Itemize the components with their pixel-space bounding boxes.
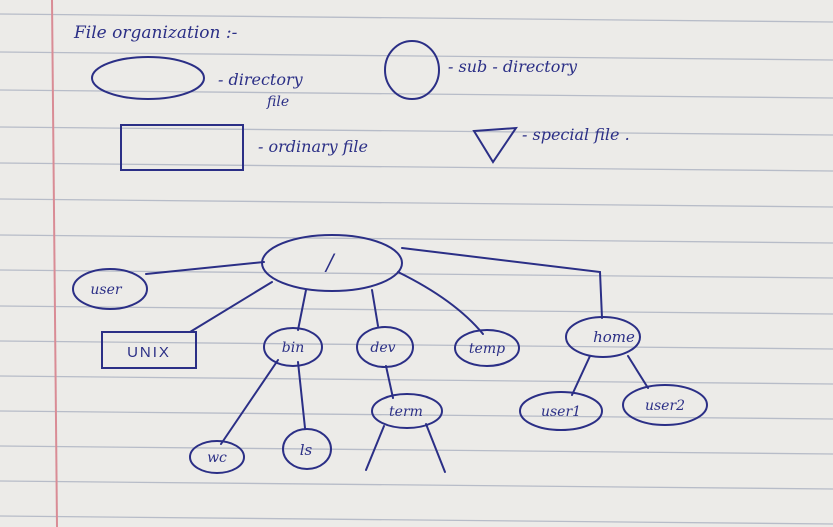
node-wc (189, 440, 245, 474)
node-unix-label: UNIX (127, 344, 171, 361)
node-bin-label: bin (282, 340, 304, 356)
node-term (371, 393, 443, 429)
legend-ordinary-shape (120, 124, 244, 171)
heading: File organization :- (73, 23, 238, 43)
node-user1-label: user1 (541, 404, 581, 420)
node-user2-label: user2 (645, 398, 685, 414)
node-bin (263, 327, 323, 367)
legend-special-label: - special file . (522, 125, 630, 144)
node-home-label: home (593, 328, 635, 346)
node-term-label: term (389, 404, 423, 420)
ruled-lines (0, 13, 833, 525)
legend-directory-shape (91, 56, 205, 100)
node-ls (282, 428, 332, 470)
node-wc-label: wc (207, 450, 227, 466)
node-dev-label: dev (370, 340, 395, 356)
node-root-label: / (324, 251, 336, 276)
margin-line (51, 0, 58, 527)
node-unix (101, 331, 197, 369)
node-user (72, 268, 148, 310)
legend-special-shape (472, 126, 518, 164)
node-user-label: user (90, 282, 122, 298)
node-root (261, 234, 403, 292)
legend-subdirectory-shape (384, 40, 440, 100)
node-user2 (622, 384, 708, 426)
node-dev (356, 326, 414, 368)
node-temp-label: temp (469, 341, 505, 357)
node-home (565, 316, 641, 358)
legend-ordinary-label: - ordinary file (258, 137, 368, 156)
node-user1 (519, 391, 603, 431)
node-temp (454, 329, 520, 367)
legend-subdirectory-label: - sub - directory (448, 57, 578, 76)
legend-directory-label-2: file (266, 94, 289, 110)
legend-directory-label: - directory (218, 70, 304, 89)
node-ls-label: ls (300, 441, 313, 459)
tree-edges (145, 247, 649, 473)
